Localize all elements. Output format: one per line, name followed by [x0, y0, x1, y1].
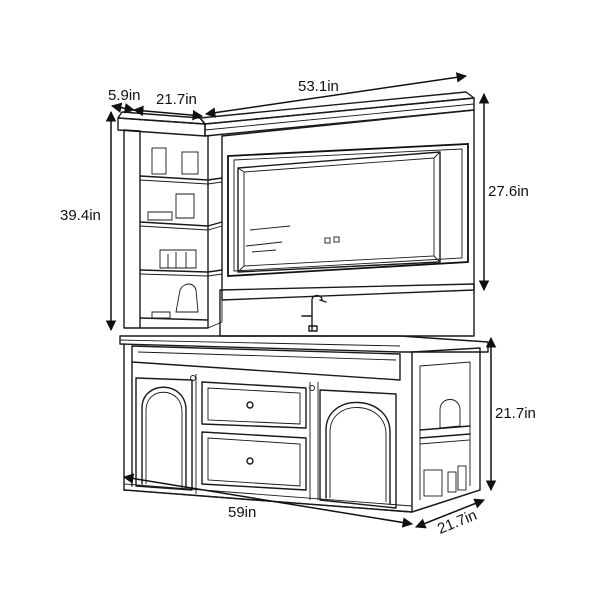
faucet	[301, 294, 327, 332]
label-mirror-width: 53.1in	[298, 78, 339, 95]
label-vanity-width: 59in	[228, 504, 256, 521]
dim-line-vanity-width	[122, 473, 414, 528]
backsplash	[219, 283, 475, 337]
label-vanity-height: 21.7in	[495, 405, 536, 422]
label-top-depth: 5.9in	[108, 87, 141, 104]
label-side-cabinet-width: 21.7in	[156, 91, 197, 108]
mirror-cabinet-unit	[117, 91, 475, 329]
vanity-base	[119, 335, 489, 513]
dim-line-side-cabinet	[132, 105, 204, 121]
dim-line-mirror-width	[204, 72, 468, 118]
dim-line-top-depth	[110, 102, 136, 114]
dim-line-vanity-depth	[415, 498, 485, 529]
label-total-height: 39.4in	[60, 207, 101, 224]
dimension-lines	[105, 72, 497, 529]
label-mirror-height: 27.6in	[488, 183, 529, 200]
